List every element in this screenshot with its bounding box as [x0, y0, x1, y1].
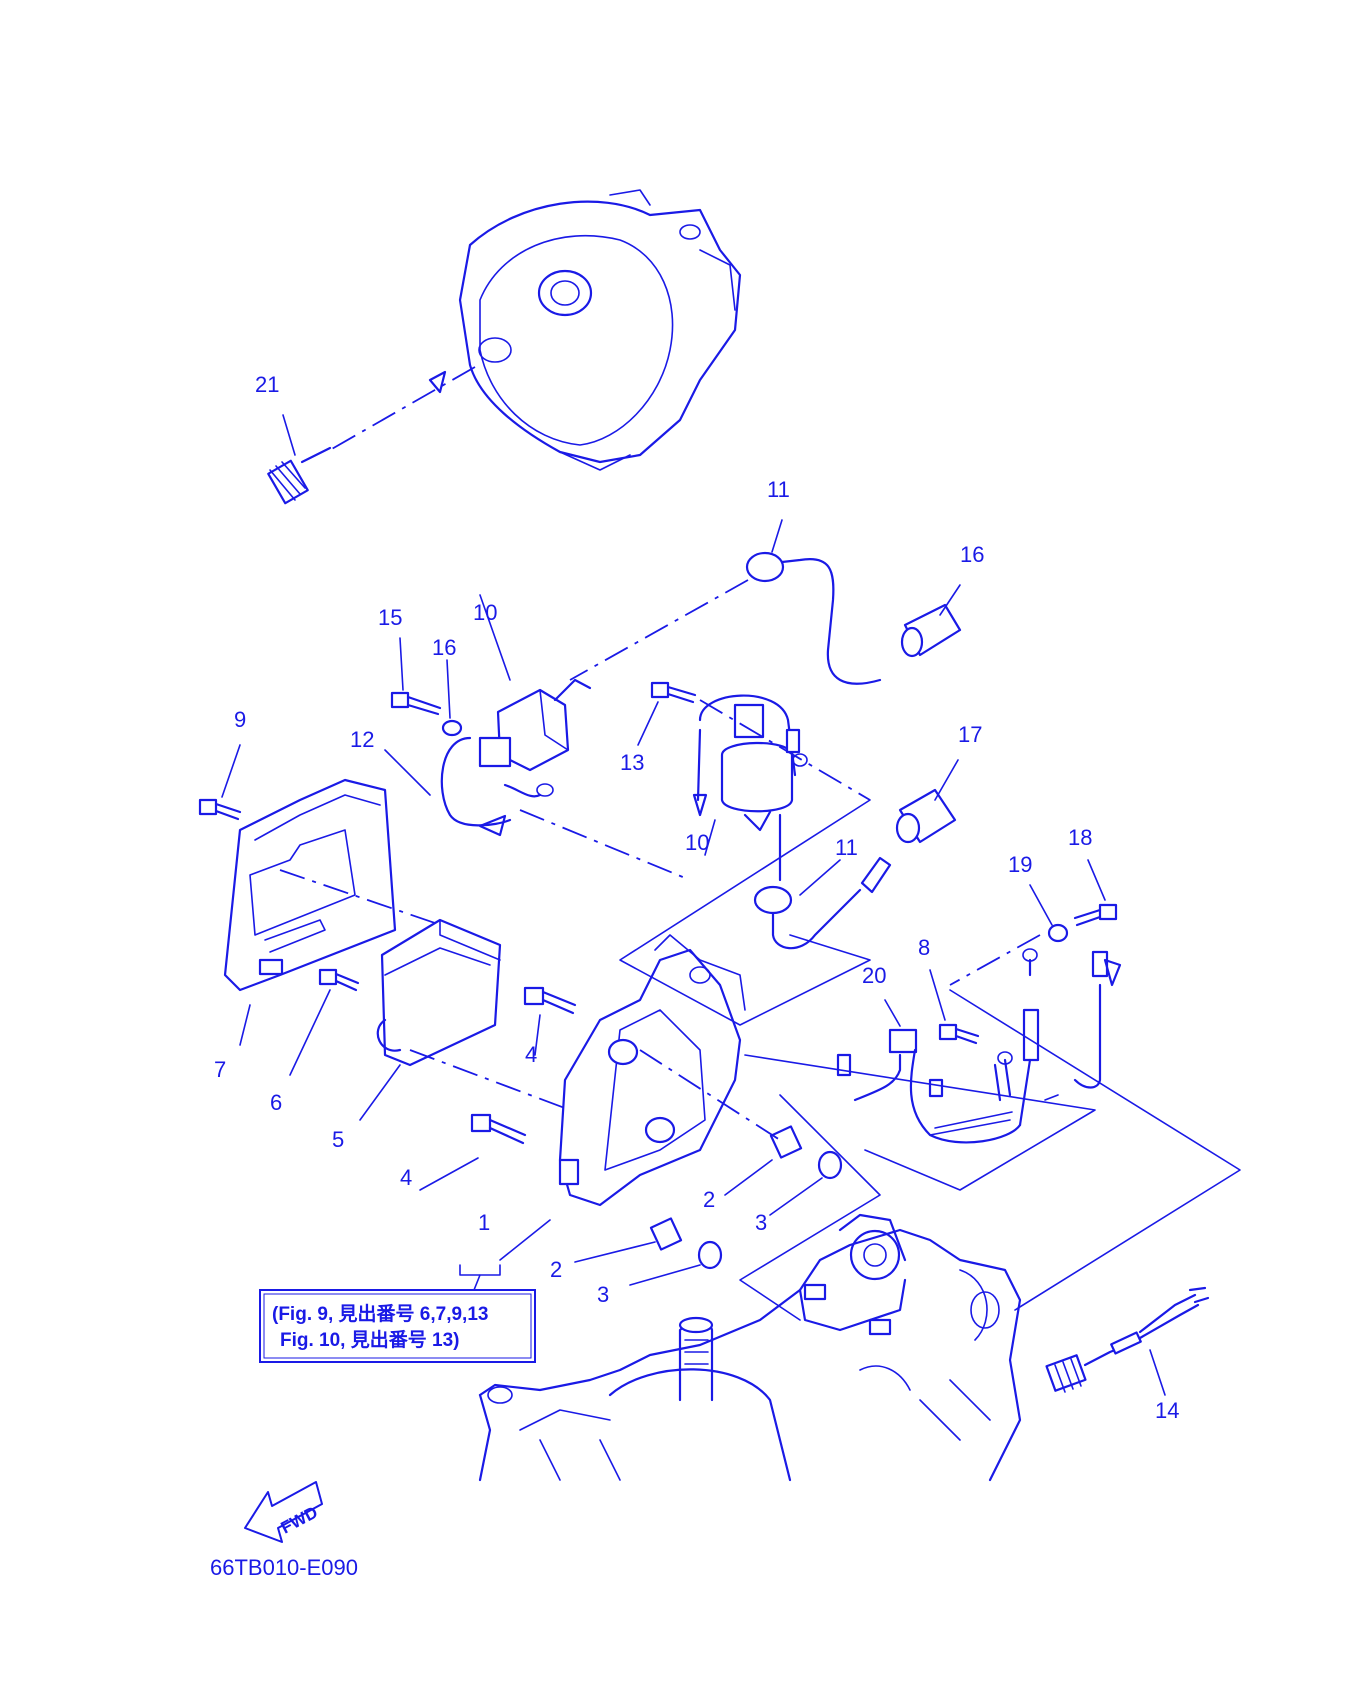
- callout-14: 15: [378, 605, 402, 630]
- callout-8: 7: [214, 1057, 226, 1082]
- callout-4-lower: 4: [400, 1165, 412, 1190]
- callout-10-left: 10: [473, 600, 497, 625]
- callout-16-top: 16: [960, 542, 984, 567]
- callout-5: 5: [332, 1127, 344, 1152]
- callout-2-upper: 2: [703, 1187, 715, 1212]
- note-line-1: (Fig. 9, 見出番号 6,7,9,13: [272, 1302, 488, 1325]
- part-4-bolt-upper: [523, 986, 577, 1056]
- part-20-connector-harness: [836, 999, 1059, 1144]
- callout-19: 14: [1155, 1398, 1179, 1423]
- part-12-lead: [384, 749, 507, 837]
- callout-3-lower: 3: [597, 1282, 609, 1307]
- callout-11-lower: 11: [835, 835, 858, 860]
- part-2-grommet-lower: [574, 1217, 683, 1263]
- part-10-ignition-coil-left: [440, 594, 691, 881]
- part-13-bolt: [637, 681, 871, 801]
- note-line-2: Fig. 10, 見出番号 13): [280, 1328, 459, 1351]
- callout-21: 21: [255, 372, 279, 397]
- harness-lead-wires: [949, 934, 1122, 1089]
- callout-20: 20: [862, 963, 886, 988]
- part-2-grommet-upper: [724, 1125, 803, 1196]
- callout-labels: 21 11 16 15 10 16 9 12 13 17 10 11 18 19…: [214, 372, 1179, 1423]
- part-9-bolt: [198, 744, 242, 821]
- part-10-ignition-coil-right: [692, 694, 808, 882]
- reference-note-box: (Fig. 9, 見出番号 6,7,9,13 Fig. 10, 見出番号 13): [259, 1289, 536, 1363]
- part-11-high-tension-cable-top: [569, 519, 882, 685]
- power-head-block: [478, 1213, 1022, 1482]
- part-15-washer: [441, 659, 463, 737]
- callout-7: 8: [918, 935, 930, 960]
- reference-lines: [619, 799, 1241, 1321]
- part-16-plug-cap-top: [900, 584, 962, 658]
- part-3-collar-lower: [629, 1240, 723, 1286]
- callout-12: 12: [350, 727, 374, 752]
- part-11-high-tension-cable-lower: [753, 856, 892, 950]
- part-19-sensor: [1045, 1286, 1210, 1396]
- part-21-temperature-sensor: [267, 366, 476, 505]
- part-8-electrical-cover: [223, 778, 471, 1046]
- callout-1: 1: [478, 1210, 490, 1235]
- callout-2-lower: 2: [550, 1257, 562, 1282]
- part-18-washer: [1029, 884, 1069, 943]
- part-16-plug-cap-lower: [895, 759, 959, 844]
- fwd-arrow-icon: FWD: [244, 1481, 323, 1543]
- callout-11-top: 11: [767, 477, 790, 502]
- callout-10-right: 10: [685, 830, 709, 855]
- flywheel-cover: [458, 189, 742, 471]
- callout-18: 19: [1008, 852, 1032, 877]
- callout-15: 16: [432, 635, 456, 660]
- part-1-bracket: [459, 934, 746, 1301]
- drawing-code: 66TB010-E090: [210, 1555, 358, 1580]
- part-6-bolt: [289, 968, 360, 1076]
- part-4-bolt-lower: [419, 1113, 527, 1191]
- callout-3-upper: 3: [755, 1210, 767, 1235]
- part-3-collar-upper: [769, 1150, 843, 1216]
- callout-16-lower: 17: [958, 722, 982, 747]
- part-5-cdi-unit: [359, 918, 571, 1121]
- callout-17: 18: [1068, 825, 1092, 850]
- callout-13: 13: [620, 750, 644, 775]
- callout-4-upper: 4: [525, 1042, 537, 1067]
- part-14-bolt: [390, 637, 442, 716]
- callout-9: 9: [234, 707, 246, 732]
- part-7-bolt: [929, 969, 980, 1045]
- callout-6: 6: [270, 1090, 282, 1115]
- part-17-bolt: [1073, 859, 1118, 927]
